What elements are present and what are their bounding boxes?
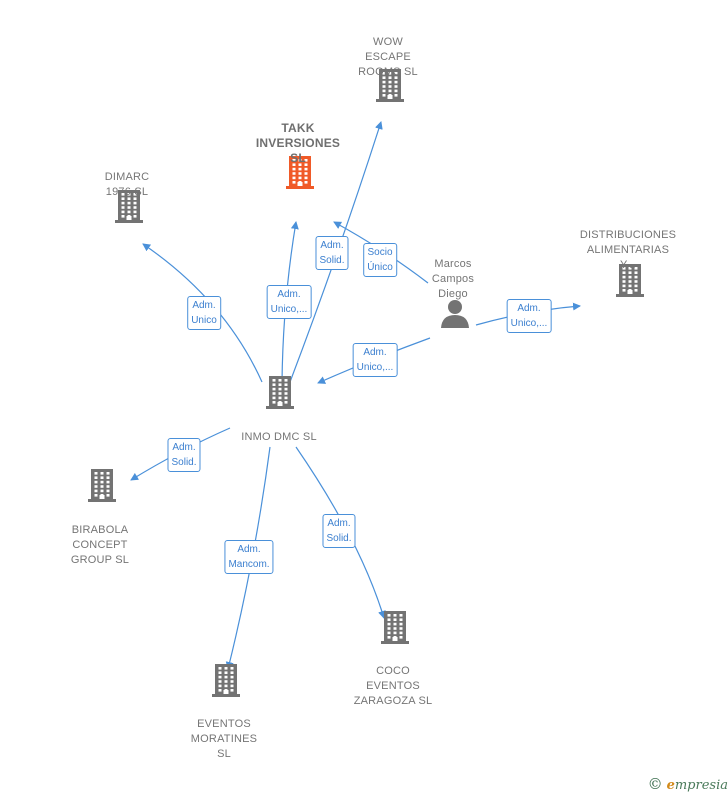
node-label-coco[interactable]: COCO EVENTOS ZARAGOZA SL (353, 665, 433, 707)
node-label-dimarc[interactable]: DIMARC 1976 SL (104, 171, 150, 198)
edges-layer (130, 121, 581, 670)
node-label-birabola[interactable]: BIRABOLA CONCEPT GROUP SL (70, 524, 130, 566)
empresia-brand[interactable]: ©empresia (648, 775, 728, 793)
node-label-takk[interactable]: TAKK INVERSIONES SL (255, 121, 341, 165)
building-glyph (266, 376, 294, 409)
node-label-marcos[interactable]: Marcos Campos Diego (431, 258, 475, 300)
building-glyph (286, 156, 314, 189)
copyright-icon: © (647, 775, 663, 793)
building-glyph (88, 469, 116, 502)
building-glyph (381, 611, 409, 644)
edge-label-marcos-distrib[interactable]: Adm. Unico,... (506, 299, 552, 333)
brand-name: mpresia (674, 778, 728, 793)
node-label-inmo[interactable]: INMO DMC SL (241, 431, 317, 443)
edge-label-marcos-inmo[interactable]: Adm. Unico,... (352, 343, 398, 377)
brand-initial: e (666, 778, 675, 793)
building-icon[interactable] (381, 610, 409, 649)
building-icon[interactable] (212, 663, 240, 702)
edge-label-inmo-dimarc[interactable]: Adm. Unico (187, 296, 221, 330)
building-glyph (212, 664, 240, 697)
building-icon[interactable] (88, 468, 116, 507)
node-label-wow[interactable]: WOW ESCAPE ROOMS SL (358, 36, 418, 78)
edge-label-marcos-takk[interactable]: Socio Único (363, 243, 397, 277)
node-label-eventos[interactable]: EVENTOS MORATINES SL (190, 718, 258, 760)
edge-label-inmo-wow[interactable]: Adm. Solid. (315, 236, 349, 270)
building-icon[interactable] (266, 375, 294, 414)
person-glyph (441, 300, 469, 328)
building-glyph (616, 264, 644, 297)
edge-label-inmo-eventos[interactable]: Adm. Mancom. (224, 540, 274, 574)
building-icon[interactable] (286, 155, 314, 194)
edge-label-inmo-birabola[interactable]: Adm. Solid. (167, 438, 201, 472)
edge-label-inmo-takk[interactable]: Adm. Unico,... (266, 285, 312, 319)
node-label-distrib[interactable]: DISTRIBUCIONES ALIMENTARIAS Y... (579, 229, 677, 271)
building-icon[interactable] (376, 68, 404, 107)
person-icon[interactable] (440, 298, 470, 333)
building-icon[interactable] (616, 263, 644, 302)
building-glyph (376, 69, 404, 102)
edge-label-inmo-coco[interactable]: Adm. Solid. (322, 514, 356, 548)
building-glyph (115, 190, 143, 223)
building-icon[interactable] (115, 189, 143, 228)
